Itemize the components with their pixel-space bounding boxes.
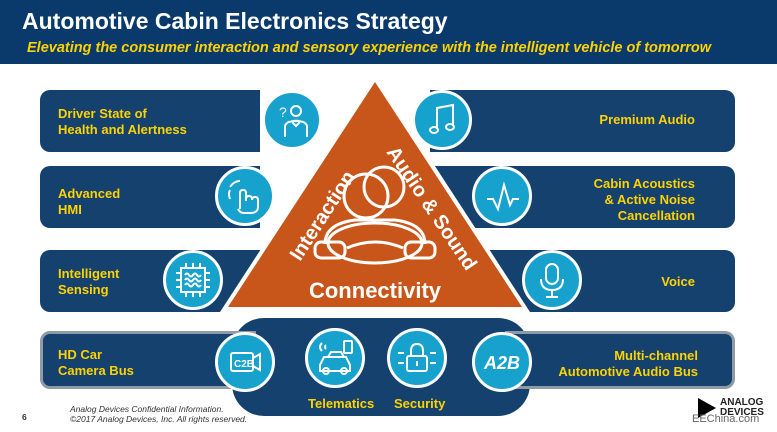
page-number: 6 (22, 412, 27, 422)
triangle-shape (228, 82, 522, 307)
hand-gesture-icon (215, 166, 275, 226)
svg-text:C2B: C2B (234, 359, 254, 370)
music-note-icon (412, 90, 472, 150)
item-premium-audio-label: Premium Audio (599, 112, 695, 127)
watermark: EEChina.com (692, 413, 760, 425)
car-antenna-icon (305, 328, 365, 388)
camera-bus-icon: C2B (215, 332, 275, 392)
page-title: Automotive Cabin Electronics Strategy (22, 8, 448, 34)
sensor-chip-icon (163, 250, 223, 310)
triangle-bottom-text: Connectivity (309, 278, 442, 303)
confidential-notice: Analog Devices Confidential Information.… (70, 404, 248, 424)
svg-text:?: ? (279, 104, 287, 120)
item-driver-state (40, 90, 260, 152)
padlock-icon (387, 328, 447, 388)
microphone-icon (522, 250, 582, 310)
security-label: Security (394, 396, 446, 411)
person-heart-icon: ? (262, 90, 322, 150)
drivers-icon (313, 165, 437, 265)
item-intelligent-sensing (40, 250, 260, 312)
item-multichannel-audio-bus (505, 331, 735, 389)
analog-devices-logo (698, 398, 716, 418)
svg-text:A2B: A2B (483, 353, 520, 373)
page-subtitle: Elevating the consumer interaction and s… (27, 40, 712, 56)
item-premium-audio (430, 90, 735, 152)
header-banner: Automotive Cabin Electronics Strategy El… (0, 0, 777, 64)
telematics-label: Telematics (308, 396, 375, 411)
waveform-icon (472, 166, 532, 226)
item-voice-label: Voice (661, 274, 695, 289)
a2b-icon: A2B (472, 332, 532, 392)
